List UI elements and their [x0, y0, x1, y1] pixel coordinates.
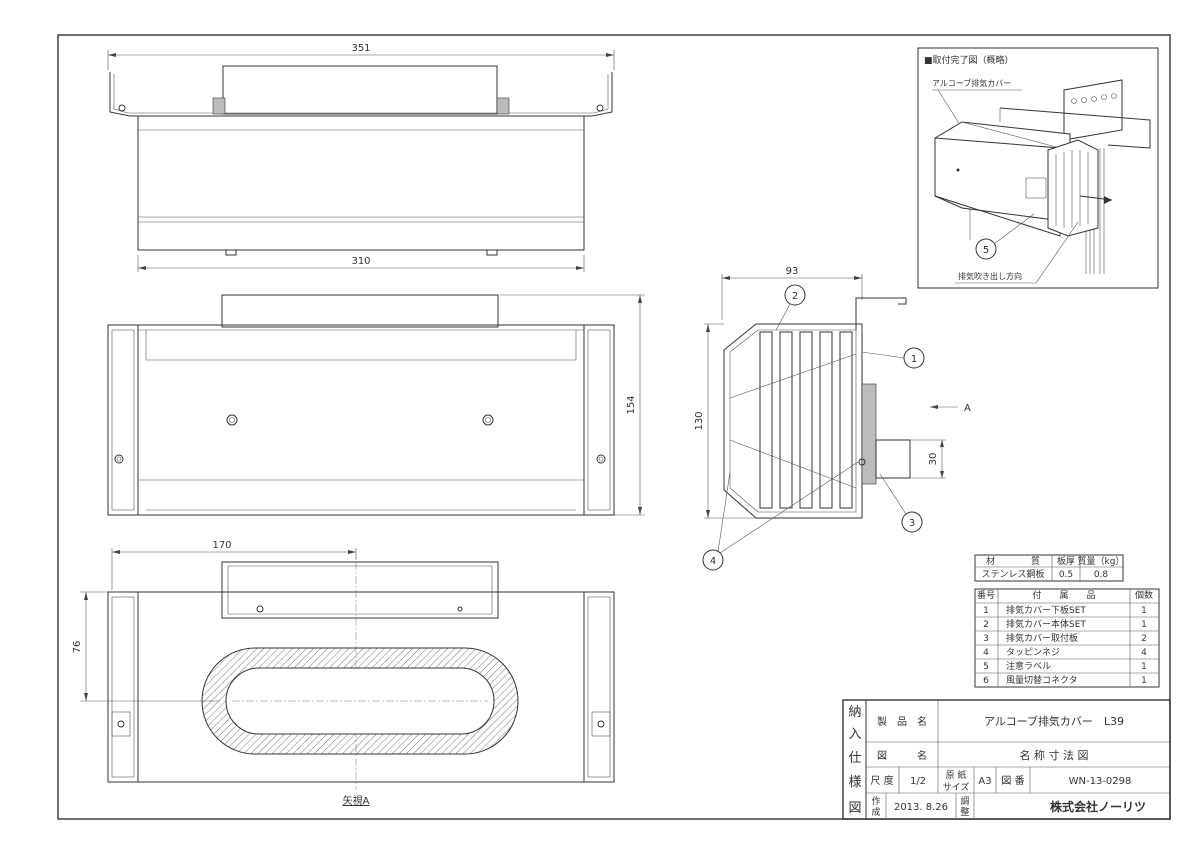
parts-row-qty: 2: [1141, 634, 1147, 644]
paper-size: A3: [978, 776, 991, 787]
dim-170: 170: [212, 540, 231, 551]
parts-row-no: 3: [983, 634, 989, 644]
mass-value: 0.8: [1094, 570, 1109, 580]
side-char-4: 様: [848, 775, 861, 790]
drawing-no-label: 図 番: [1001, 775, 1024, 787]
paper-label-2: サイズ: [943, 781, 970, 793]
inset-direction-label: 排気吹き出し方向: [958, 271, 1022, 281]
parts-header-name: 付 属 品: [1032, 590, 1095, 601]
side-view: 93 130 30 A: [694, 266, 971, 571]
parts-row-name: 排気カバー取付板: [1006, 632, 1078, 644]
material-header-thickness: 板厚: [1057, 555, 1075, 567]
thickness-value: 0.5: [1059, 570, 1073, 580]
bottom-view: 170 76 矢視A: [72, 540, 615, 807]
svg-text:5: 5: [983, 245, 989, 256]
parts-row-name: 風量切替コネクタ: [1006, 674, 1078, 686]
drawing-name: 名 称 寸 法 図: [1020, 748, 1089, 762]
created-label-2: 成: [871, 806, 880, 818]
arrow-a-label: A: [964, 403, 971, 414]
parts-header-qty: 個数: [1135, 589, 1153, 601]
dim-310: 310: [351, 256, 370, 267]
side-char-2: 入: [848, 727, 861, 742]
side-char-3: 仕: [848, 751, 861, 766]
parts-row-no: 1: [983, 606, 989, 616]
adjust-label-1: 調: [960, 795, 969, 807]
material-value: ステンレス鋼板: [981, 568, 1044, 580]
inset-product-label: アルコーブ排気カバー: [932, 78, 1011, 88]
svg-text:4: 4: [710, 556, 716, 567]
balloon-4: [702, 549, 724, 571]
parts-row-name: 排気カバー下板SET: [1006, 604, 1086, 616]
parts-row-no: 5: [983, 662, 989, 672]
inset-title: ■取付完了図（概略）: [924, 54, 1014, 66]
parts-row-qty: 1: [1141, 676, 1147, 686]
top-view: 351 310: [107, 43, 615, 272]
drawing-name-label: 図 名: [877, 749, 927, 762]
parts-row-name: 排気カバー本体SET: [1006, 618, 1086, 630]
paper-label-1: 原 紙: [946, 769, 967, 781]
parts-row-qty: 4: [1141, 648, 1147, 658]
sheet-border: [57, 34, 1171, 820]
dim-76: 76: [72, 641, 83, 654]
balloon-2: [784, 284, 806, 306]
dim-130: 130: [694, 411, 705, 430]
parts-row-qty: 1: [1141, 606, 1147, 616]
parts-row-qty: 1: [1141, 620, 1147, 630]
dim-30: 30: [928, 453, 939, 466]
dim-351: 351: [351, 43, 370, 54]
svg-text:2: 2: [792, 291, 798, 302]
dim-93: 93: [786, 266, 799, 277]
parts-row-qty: 1: [1141, 662, 1147, 672]
title-block: 納 入 仕 様 図 製 品 名 アルコーブ排気カバー L39 図 名 名 称 寸…: [842, 699, 1171, 820]
install-inset: ■取付完了図（概略） アルコーブ排気カバー: [917, 47, 1159, 289]
parts-header-no: 番号: [977, 589, 995, 601]
svg-text:1: 1: [911, 354, 917, 365]
created-label-1: 作: [871, 795, 880, 807]
side-char-1: 納: [848, 705, 861, 720]
front-view: 154: [107, 294, 645, 516]
balloon-1: [903, 347, 925, 369]
balloon-3: [901, 511, 923, 533]
scale-label: 尺 度: [870, 774, 893, 787]
svg-text:3: 3: [909, 518, 915, 529]
company-name: 株式会社ノーリツ: [1050, 799, 1146, 814]
drawing-no: WN-13-0298: [1069, 776, 1132, 787]
side-char-5: 図: [848, 801, 861, 816]
parts-row-name: タッピンネジ: [1006, 647, 1060, 658]
scale-value: 1/2: [910, 776, 926, 787]
created-date: 2013. 8.26: [894, 802, 948, 813]
view-a-label: 矢視A: [343, 794, 370, 807]
material-header-material: 材 質: [986, 555, 1040, 567]
material-table: 材 質 板厚 質量（kg） ステンレス鋼板 0.5 0.8: [974, 554, 1125, 582]
parts-row-no: 4: [983, 648, 989, 658]
material-header-mass: 質量（kg）: [1078, 555, 1125, 567]
product-name: アルコーブ排気カバー L39: [984, 714, 1124, 728]
parts-table: 番号 付 属 品 個数 1 排気カバー下板SET 1 2 排気カバー本体SET 1 3 排気カ…: [974, 588, 1160, 688]
adjust-label-2: 整: [960, 806, 969, 818]
inset-balloon-5: [975, 238, 997, 260]
parts-row-no: 6: [983, 676, 989, 686]
parts-row-no: 2: [983, 620, 989, 630]
product-name-label: 製 品 名: [877, 715, 927, 728]
dim-154: 154: [626, 395, 637, 414]
parts-row-name: 注意ラベル: [1006, 660, 1051, 672]
